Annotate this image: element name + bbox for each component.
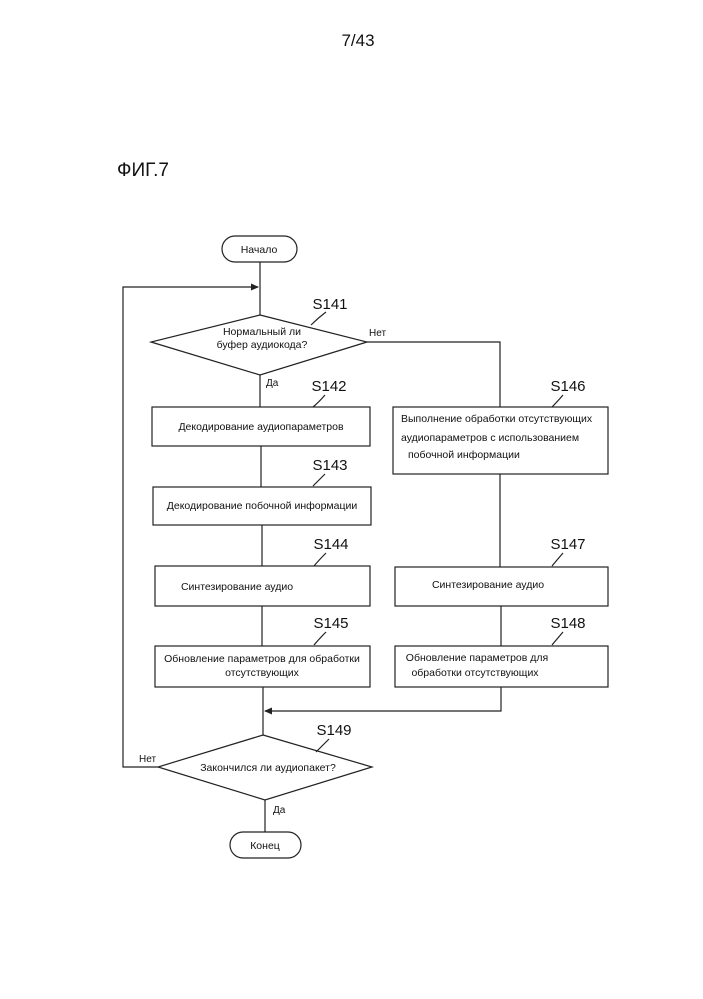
leader-s146 [552,395,563,407]
connector-s141-no [367,342,500,407]
decision-buffer-yes: Да [266,378,279,389]
step-text-s146-line-1: Выполнение обработки отсутствующих [401,413,593,425]
step-label-s145: S145 [313,615,348,632]
decision-packet-no: Нет [139,754,156,765]
step-label-s144: S144 [313,536,348,553]
step-text-s148-line-1: Обновление параметров для [406,652,548,664]
decision-buffer-no: Нет [369,328,386,339]
step-label-s141: S141 [312,296,347,313]
page-number: 7/43 [341,31,374,50]
step-text-s145-line-2: отсутствующих [225,667,300,679]
leader-s143 [313,474,325,486]
step-label-s146: S146 [550,378,585,395]
decision-buffer-line-1: Нормальный ли [223,326,301,338]
leader-s145 [314,632,326,645]
step-label-s148: S148 [550,615,585,632]
step-text-s142: Декодирование аудиопараметров [178,421,344,433]
step-text-s143: Декодирование побочной информации [167,500,358,512]
leader-s144 [314,553,326,566]
end-label: Конец [250,840,280,852]
step-label-s142: S142 [311,378,346,395]
decision-packet-yes: Да [273,805,286,816]
leader-s142 [313,395,325,407]
connector-s148-merge [265,687,501,711]
step-text-s146-line-3: побочной информации [408,449,520,461]
step-label-s149: S149 [316,722,351,739]
figure-title: ФИГ.7 [117,160,169,181]
step-text-s148-line-2: обработки отсутствующих [411,667,539,679]
step-label-s143: S143 [312,457,347,474]
leader-s148 [552,632,563,645]
step-text-s146-line-2: аудиопараметров с использованием [401,432,579,444]
step-text-s147: Синтезирование аудио [432,579,544,591]
step-label-s147: S147 [550,536,585,553]
leader-s141 [311,312,326,325]
leader-s147 [552,553,563,566]
start-label: Начало [241,244,278,256]
step-text-s145-line-1: Обновление параметров для обработки [164,653,360,665]
decision-buffer-line-2: буфер аудиокода? [217,339,308,351]
step-text-s144: Синтезирование аудио [181,581,293,593]
decision-packet-text: Закончился ли аудиопакет? [200,762,336,774]
leader-s149 [316,739,329,752]
